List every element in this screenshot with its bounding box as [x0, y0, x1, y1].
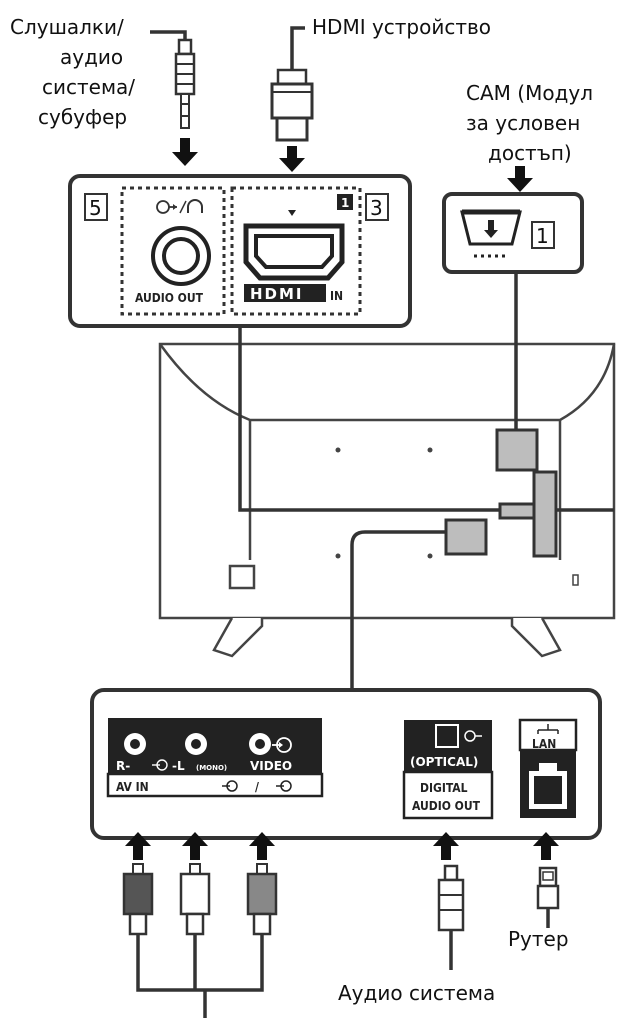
digital-audio-out-label: AUDIO OUT — [412, 799, 481, 813]
arrow-up-icon — [533, 832, 559, 860]
hdmi-in-port[interactable] — [243, 223, 345, 281]
audio-out-group — [120, 186, 226, 316]
port-number-1: 1 — [536, 224, 549, 248]
optical-label-box — [402, 770, 494, 820]
input-symbol-icon — [152, 759, 168, 771]
cam-label-line1: CAM (Модул — [466, 81, 593, 105]
rear-port-block — [444, 518, 488, 556]
av-in-video-label: VIDEO — [250, 759, 292, 773]
headphones-label-line2: аудио — [60, 45, 123, 69]
cam-label-line2: за условен — [466, 111, 580, 135]
hdmi-device-label: HDMI устройство — [312, 15, 491, 39]
arrow-up-icon — [125, 832, 151, 860]
optical-port[interactable] — [435, 724, 459, 748]
headphone-symbol-icon — [156, 199, 203, 214]
hdmi-index-number: 1 — [341, 196, 349, 210]
av-in-video-jack[interactable] — [249, 733, 271, 755]
input-output-symbol-icon — [222, 780, 292, 792]
cam-slot-block — [495, 428, 539, 472]
lan-port-inner — [534, 776, 562, 804]
output-symbol-icon — [464, 730, 482, 742]
port-number-3-box — [365, 193, 389, 221]
port-number-5: 5 — [89, 196, 102, 220]
cam-label-line3: достъп) — [488, 141, 572, 165]
optical-label: (OPTICAL) — [410, 755, 478, 769]
lan-plug-icon — [536, 866, 560, 928]
port-number-3: 3 — [370, 196, 383, 220]
hdmi-arrow-marker-icon — [288, 210, 296, 216]
cam-label: CAM (Модул за условен достъп) — [466, 81, 593, 165]
av-in-r-label: R- — [116, 759, 130, 773]
hdmi-logo-plate — [244, 284, 326, 302]
network-icon — [537, 724, 559, 734]
side-connector-block — [498, 502, 538, 520]
headphones-label: Слушалки/ аудио система/ субуфер — [10, 15, 135, 129]
av-in-l-label: -L — [172, 759, 185, 773]
audio-system-label: Аудио система — [338, 981, 495, 1005]
headphones-label-line3: система/ — [42, 75, 135, 99]
av-in-mono-label: (MONO) — [196, 764, 227, 772]
arrow-down-icon — [172, 138, 198, 166]
arrow-up-icon — [249, 832, 275, 860]
arrow-down-icon — [507, 166, 533, 192]
hdmi-logo: HDMI — [250, 285, 304, 303]
hdmi-index-badge — [337, 194, 353, 210]
hdmi-in-label: IN — [330, 289, 343, 303]
audio-hdmi-cable — [238, 326, 500, 512]
audio-out-label: AUDIO OUT — [135, 291, 204, 305]
rca-plug-yellow-icon — [246, 863, 278, 936]
arrow-down-icon — [279, 146, 305, 172]
digital-label: DIGITAL — [420, 781, 468, 795]
input-symbol-icon — [272, 737, 292, 753]
headphone-plug-icon — [150, 30, 196, 129]
av-in-l-jack[interactable] — [185, 733, 207, 755]
hdmi-in-group — [230, 186, 362, 316]
tv-back — [158, 342, 616, 658]
rca-plug-red-icon — [122, 863, 154, 936]
io-slash: / — [255, 780, 259, 794]
optical-plug-icon — [437, 864, 465, 970]
port-number-1-box — [531, 221, 555, 249]
audio-out-jack[interactable] — [151, 226, 211, 286]
av-in-label: AV IN — [116, 780, 149, 794]
router-label: Рутер — [508, 927, 569, 951]
arrow-up-icon — [433, 832, 459, 860]
headphones-label-line4: субуфер — [38, 105, 127, 129]
rca-cable — [136, 934, 264, 1018]
hdmi-plug-icon — [270, 26, 314, 142]
av-in-label-strip — [106, 772, 324, 798]
headphones-label-line1: Слушалки/ — [10, 15, 124, 39]
bottom-panel-cable — [350, 530, 446, 690]
port-number-5-box — [84, 193, 108, 221]
av-in-r-jack[interactable] — [124, 733, 146, 755]
cam-slot-icon — [460, 209, 522, 258]
side-port-block — [532, 470, 558, 558]
rca-plug-white-icon — [179, 863, 211, 936]
arrow-up-icon — [182, 832, 208, 860]
lan-label: LAN — [532, 737, 556, 751]
